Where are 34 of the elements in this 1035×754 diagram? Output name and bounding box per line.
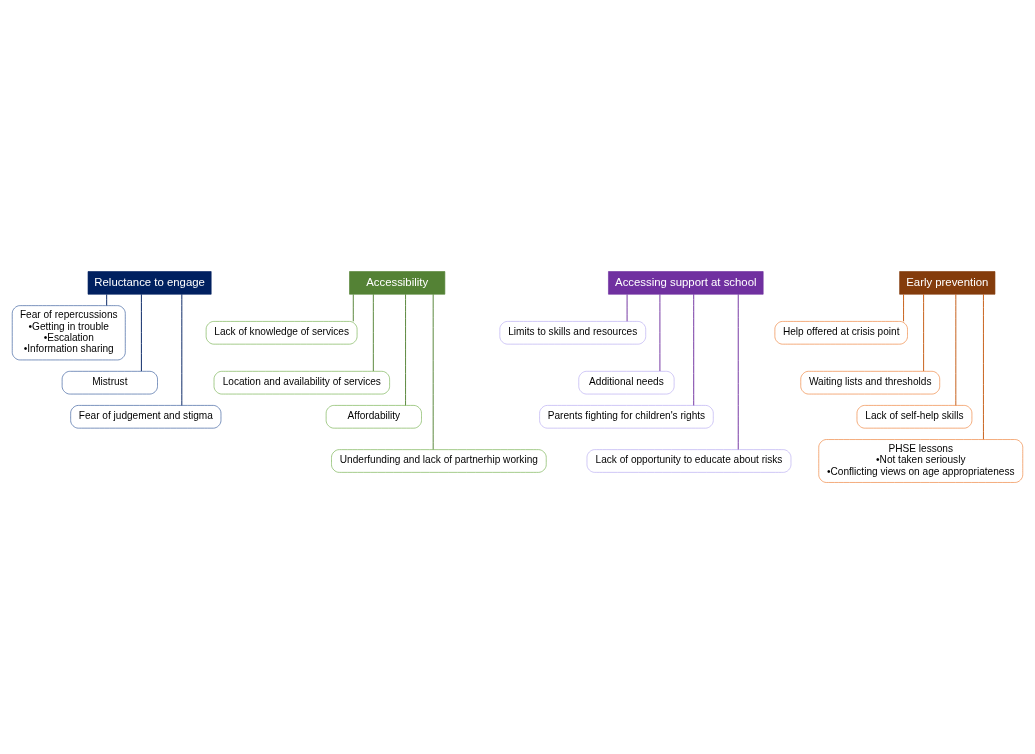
node-box: Waiting lists and thresholds xyxy=(800,371,941,395)
node-box: Fear of repercussions •Getting in trouble •Escalation •Information sharing xyxy=(11,305,126,361)
connector xyxy=(140,293,142,372)
connector xyxy=(982,293,984,440)
node-box: Lack of knowledge of services xyxy=(205,321,358,345)
connector xyxy=(181,293,183,406)
node-box: Fear of judgement and stigma xyxy=(70,405,222,429)
node-box: Affordability xyxy=(325,405,422,429)
node-box: Underfunding and lack of partnerhip working xyxy=(331,449,547,473)
node-box: PHSE lessons •Not taken seriously •Conflicting views on age appropriateness xyxy=(818,439,1024,483)
node-box: Early prevention xyxy=(899,271,996,295)
connector xyxy=(693,293,695,406)
connector xyxy=(923,293,925,372)
connector xyxy=(626,294,628,322)
node-box: Limits to skills and resources xyxy=(499,321,647,345)
connector xyxy=(432,293,434,450)
node-box: Location and availability of services xyxy=(213,371,390,395)
node-box: Help offered at crisis point xyxy=(774,321,908,345)
node-box: Accessing support at school xyxy=(608,271,764,295)
connector xyxy=(659,293,661,372)
connector xyxy=(106,294,108,306)
node-box: Parents fighting for children's rights xyxy=(539,405,714,429)
node-box: Lack of self-help skills xyxy=(856,405,973,429)
connector xyxy=(903,294,905,322)
connector xyxy=(352,294,354,322)
connector xyxy=(737,293,739,450)
node-box: Mistrust xyxy=(61,371,158,395)
node-box: Reluctance to engage xyxy=(87,271,212,295)
connector xyxy=(955,293,957,406)
node-box: Additional needs xyxy=(578,371,675,395)
connector xyxy=(372,293,374,372)
connector xyxy=(405,293,407,406)
node-box: Accessibility xyxy=(349,271,446,295)
node-box: Lack of opportunity to educate about risks xyxy=(586,449,792,473)
